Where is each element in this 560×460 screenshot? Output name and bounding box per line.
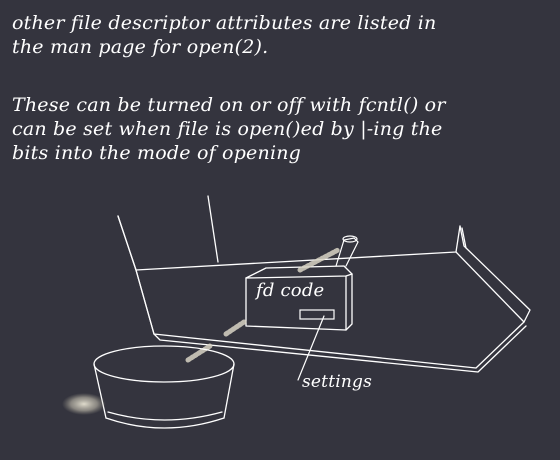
fcntl-line-2: can be set when file is open()ed by |-in…	[12, 118, 443, 140]
fcntl-line-1: These can be turned on or off with fcntl…	[12, 94, 446, 116]
dust-pile	[62, 393, 106, 415]
fcntl-line-3: bits into the mode of opening	[12, 142, 302, 164]
fd-code-label: fd code	[256, 280, 325, 301]
fcntl-text: These can be turned on or off with fcntl…	[12, 93, 446, 165]
pot	[93, 345, 235, 429]
stick-1	[223, 319, 247, 337]
open-tray	[117, 195, 531, 373]
key-stick	[335, 235, 359, 267]
stick-2	[185, 343, 213, 363]
intro-line-2: the man page for open(2).	[12, 36, 269, 58]
key-smudge	[297, 247, 341, 273]
intro-text: other file descriptor attributes are lis…	[12, 11, 436, 59]
settings-pointer	[297, 315, 325, 381]
settings-slot	[299, 309, 335, 320]
settings-label: settings	[302, 372, 373, 392]
intro-line-1: other file descriptor attributes are lis…	[12, 12, 437, 34]
